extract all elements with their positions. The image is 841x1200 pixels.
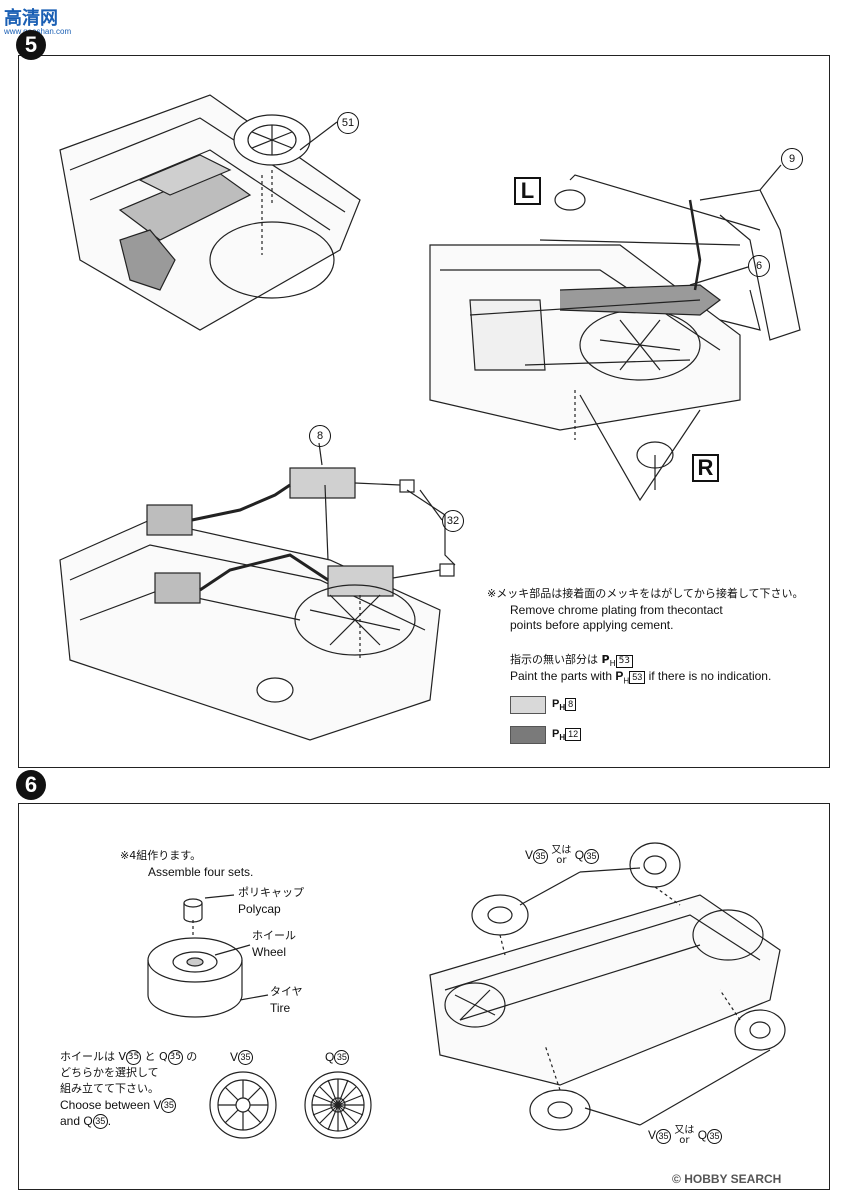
- swatch-light-prefix: P: [552, 698, 560, 710]
- bottom-q-num: 35: [707, 1128, 723, 1144]
- paint-note-jp-code: 53: [615, 655, 634, 668]
- choose-jp-part1: ホイールは: [60, 1050, 115, 1063]
- choose-en-v-num: 35: [161, 1098, 177, 1114]
- choose-en-q-num: 35: [92, 1114, 108, 1130]
- top-v-num: 35: [533, 848, 549, 864]
- choose-note-jp-line3: 組み立てて下さい。: [60, 1082, 159, 1095]
- paint-note-jp-sub: H: [609, 659, 616, 669]
- swatch-dark-sub: H: [559, 733, 566, 743]
- top-v-letter: V: [525, 848, 534, 863]
- top-or-en: or: [556, 855, 567, 866]
- swatch-dark-prefix: P: [552, 728, 560, 740]
- choose-jp-v-num: 35: [126, 1049, 142, 1065]
- bottom-v-num: 35: [656, 1128, 672, 1144]
- part-8-callout: 8: [309, 425, 331, 447]
- tire-label-jp: タイヤ: [270, 985, 303, 998]
- paint-note-en-prefix: P: [615, 669, 624, 683]
- wheel-label-jp: ホイール: [252, 929, 296, 942]
- paint-note-jp-prefix: P: [601, 653, 610, 666]
- chassis-bottom-illustration: [429, 894, 781, 1086]
- choose-note-jp-line2: どちらかを選択して: [60, 1066, 159, 1079]
- choose-jp-no: の: [186, 1050, 198, 1063]
- step5-diagram-art: [59, 94, 801, 741]
- step6-badge: 6: [16, 770, 46, 800]
- chrome-note-en-line2: points before applying cement.: [510, 618, 674, 632]
- paint-note-en-pre: Paint the parts with: [510, 669, 613, 683]
- choose-jp-and: と: [144, 1050, 156, 1063]
- watermark-bottom: © HOBBY SEARCH: [672, 1172, 781, 1186]
- choose-jp-q-num: 35: [167, 1049, 183, 1065]
- watermark-bottom-text: HOBBY SEARCH: [684, 1172, 782, 1186]
- assemble-note-en: Assemble four sets.: [148, 865, 254, 879]
- paint-note-en-code: 53: [629, 671, 646, 684]
- paint-swatch-dark: [510, 726, 546, 744]
- bottom-q-letter: Q: [697, 1128, 708, 1143]
- watermark-top-text: 高清网: [4, 8, 58, 29]
- assemble-note-jp: ※4組作ります。: [120, 849, 202, 862]
- wheel-q-letter: Q: [325, 1050, 335, 1064]
- choose-en-part2: and Q: [60, 1114, 93, 1128]
- wheel-q-num: 35: [334, 1050, 350, 1066]
- paint-note-en-post: if there is no indication.: [648, 669, 772, 683]
- choose-jp-q: Q: [159, 1050, 168, 1063]
- wheel-v-num: 35: [238, 1050, 254, 1066]
- wheel-v-letter: V: [230, 1050, 239, 1064]
- step5-badge: 5: [16, 30, 46, 60]
- choose-jp-v: V: [118, 1050, 127, 1063]
- part-51-callout: 51: [337, 112, 359, 134]
- paint-note-jp-pre: 指示の無い部分は: [510, 653, 598, 666]
- part-6-callout: 6: [748, 255, 770, 277]
- wheel-label-en: Wheel: [252, 945, 287, 959]
- part-9-callout: 9: [781, 148, 803, 170]
- swatch-light-sub: H: [559, 703, 566, 713]
- watermark-bottom-mark: ©: [672, 1172, 681, 1186]
- right-side-label: R: [692, 454, 719, 482]
- swatch-light-code: 8: [565, 698, 577, 711]
- top-q-num: 35: [584, 848, 600, 864]
- left-side-label: L: [514, 177, 541, 205]
- bottom-or-en: or: [679, 1135, 690, 1146]
- polycap-label-jp: ポリキャップ: [238, 886, 304, 899]
- top-or-jp: 又は: [551, 845, 572, 856]
- tire-label-en: Tire: [270, 1001, 291, 1015]
- bottom-or-jp: 又は: [674, 1125, 695, 1136]
- top-q-letter: Q: [574, 848, 585, 863]
- choose-en-part1: Choose between V: [60, 1098, 162, 1112]
- bottom-v-letter: V: [648, 1128, 657, 1143]
- chrome-note-jp: ※メッキ部品は接着面のメッキをはがしてから接着して下さい。: [487, 587, 804, 600]
- paint-note-en-sub: H: [623, 676, 630, 686]
- chrome-note-en-line1: Remove chrome plating from thecontact: [510, 603, 723, 617]
- swatch-dark-code: 12: [565, 728, 582, 741]
- part-32-callout: 32: [442, 510, 464, 532]
- polycap-label-en: Polycap: [238, 902, 281, 916]
- paint-swatch-light: [510, 696, 546, 714]
